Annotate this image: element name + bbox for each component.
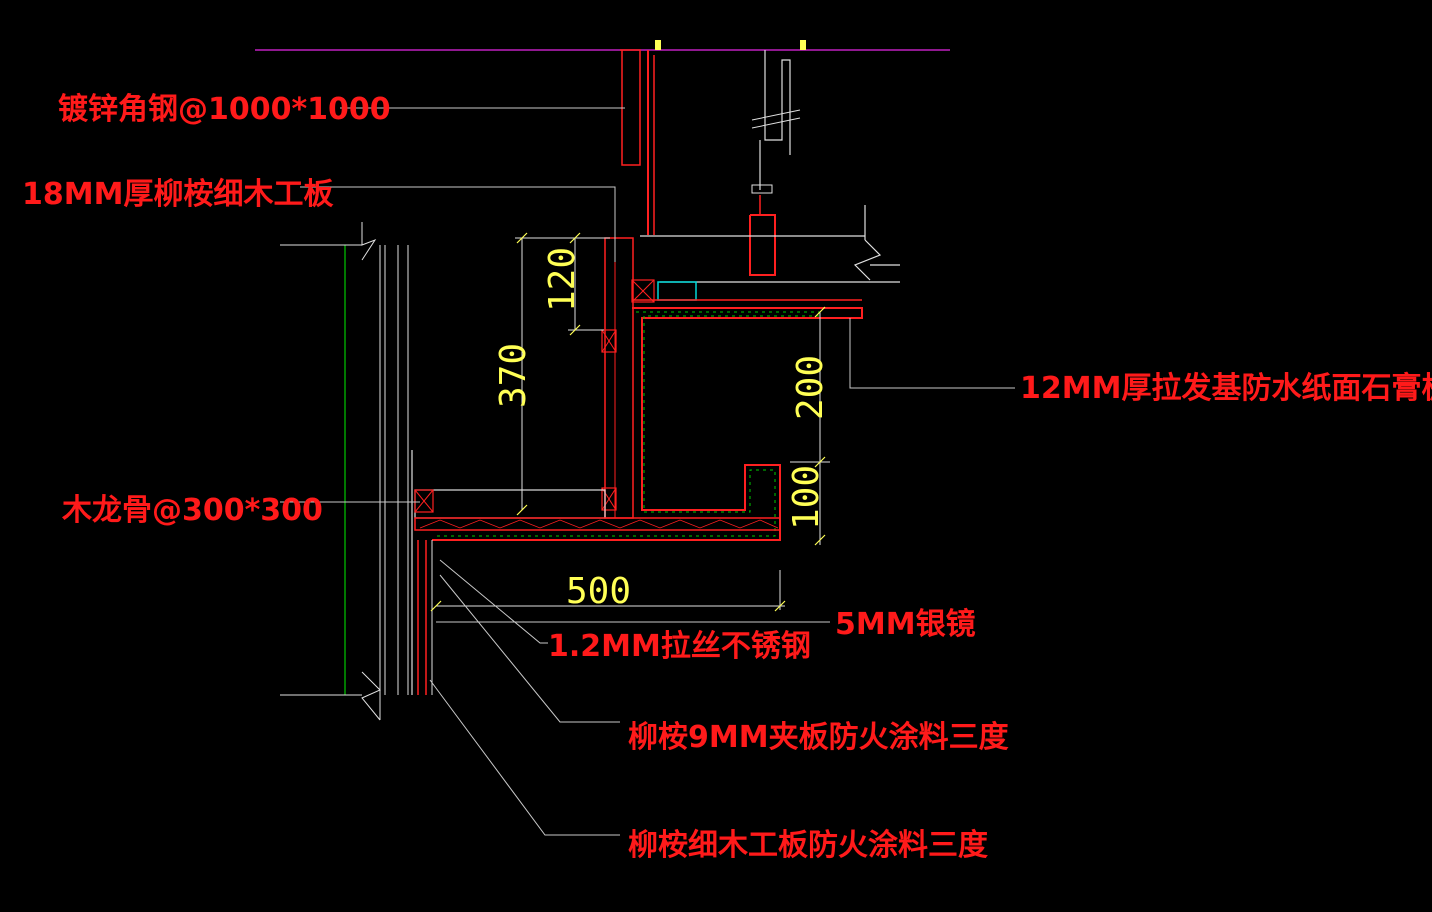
blockboard-column <box>601 237 655 519</box>
upper-slab <box>640 205 900 283</box>
dim-370: 370 <box>493 343 534 408</box>
label-wood-keel: 木龙骨@300*300 <box>61 493 323 528</box>
label-plywood-9mm: 柳桉9MM夹板防火涂料三度 <box>628 720 1009 755</box>
wall-section <box>280 222 433 721</box>
dim-100: 100 <box>786 465 827 530</box>
label-brushed-steel: 1.2MM拉丝不锈钢 <box>548 629 811 664</box>
label-blockboard-18mm: 18MM厚柳桉细木工板 <box>22 177 333 212</box>
dimension-lines <box>436 237 830 610</box>
hanger-anchors <box>620 40 806 276</box>
label-gypsum-board: 12MM厚拉发基防水纸面石膏板 <box>1020 371 1432 406</box>
gypsum-board-box <box>432 299 863 541</box>
leader-lines <box>280 107 1015 836</box>
label-galvanized-angle: 镀锌角钢@1000*1000 <box>58 92 391 127</box>
label-blockboard-fire: 柳桉细木工板防火涂料三度 <box>628 828 988 863</box>
dimension-ticks <box>430 232 826 612</box>
dim-200: 200 <box>790 355 831 420</box>
dim-500: 500 <box>566 571 631 612</box>
dim-120: 120 <box>542 247 583 312</box>
soffit-band <box>414 489 781 531</box>
label-silver-mirror: 5MM银镜 <box>835 607 976 642</box>
aluminum-profile <box>657 281 697 301</box>
